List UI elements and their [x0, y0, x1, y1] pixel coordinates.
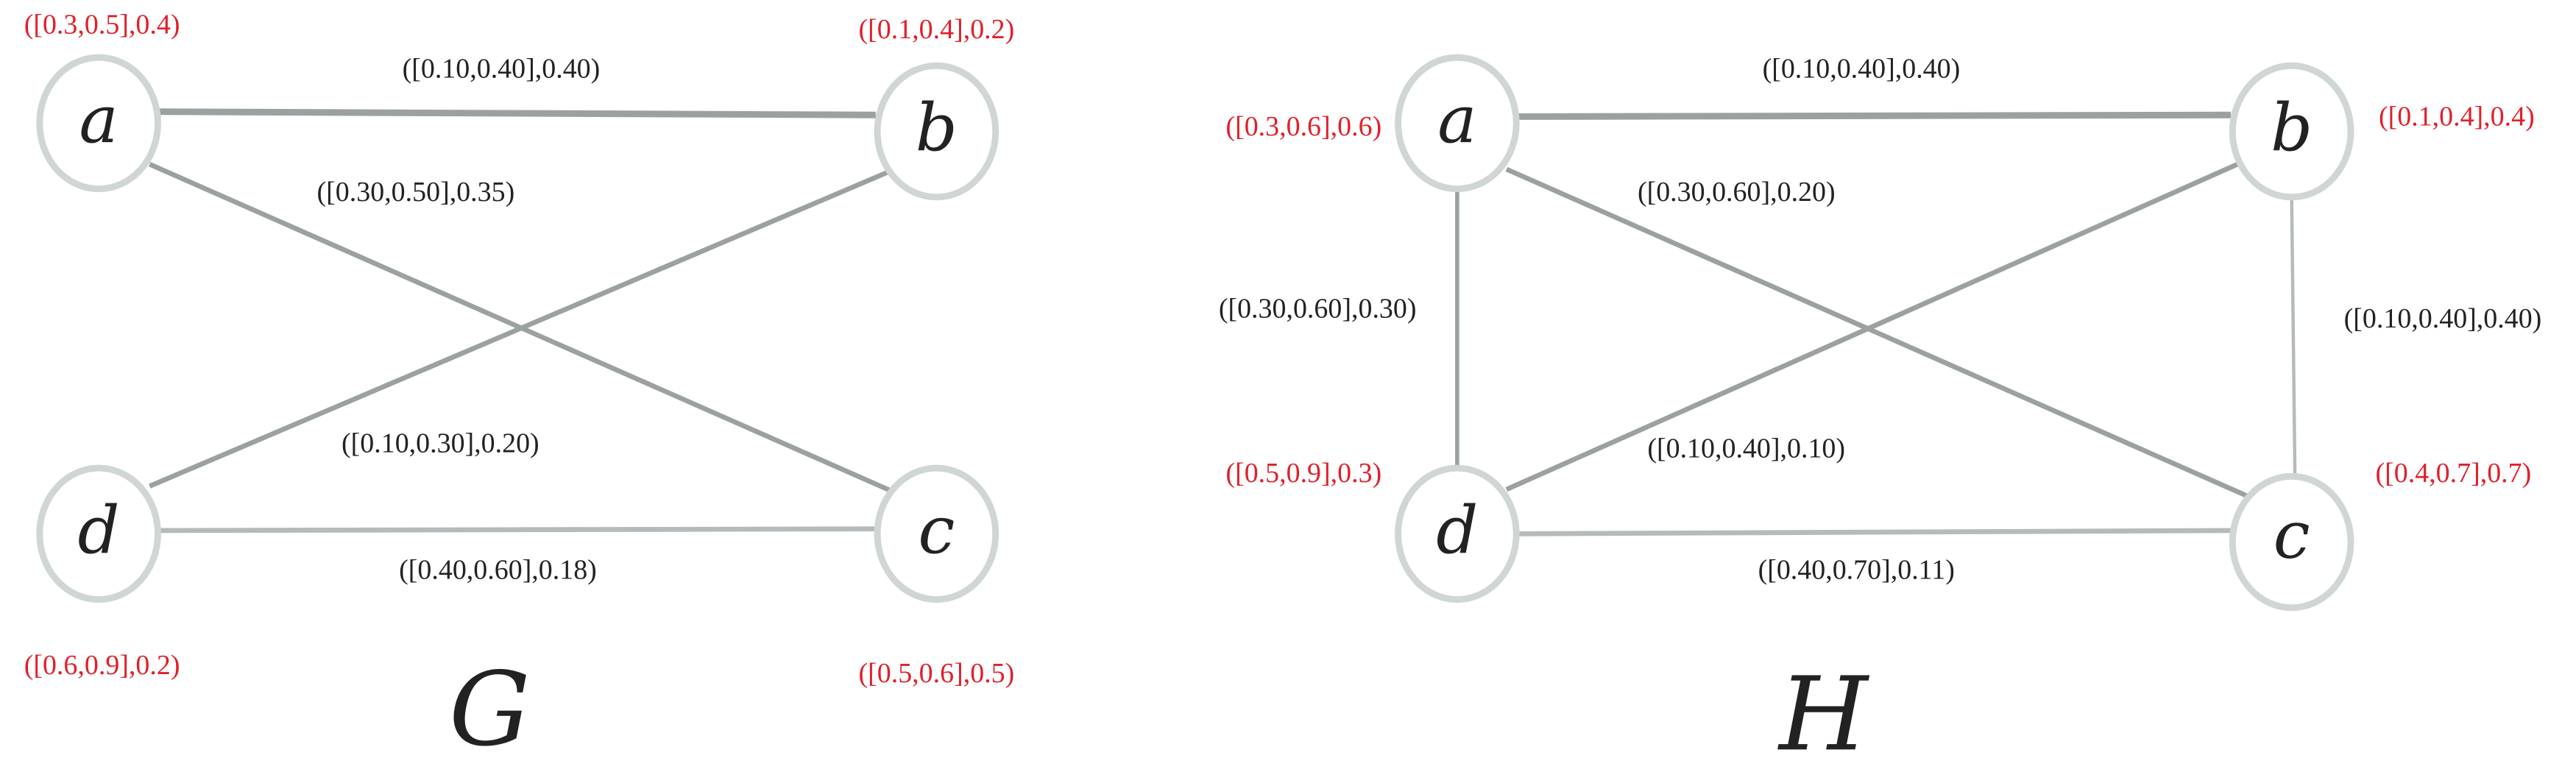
node-label-h-d: d	[1436, 492, 1478, 569]
node-label-h-c: c	[2274, 497, 2310, 574]
node-h-a	[1395, 54, 1520, 193]
edge-g-dc	[159, 526, 876, 534]
node-h-c	[2229, 472, 2354, 612]
edge-h-bc	[2290, 196, 2297, 477]
edge-h-dc	[1518, 528, 2232, 536]
graph-title-h: H	[1777, 655, 1869, 758]
node-label-g-a: a	[79, 82, 118, 158]
node-label-g-c: c	[918, 492, 955, 569]
node-label-h-a: a	[1437, 82, 1476, 158]
edge-label-h-ab: ([0.10,0.40],0.40)	[1763, 54, 1961, 85]
node-value-g-c: ([0.5,0.6],0.5)	[858, 658, 1014, 689]
edge-label-h-ad: ([0.30,0.60],0.30)	[1219, 294, 1417, 325]
node-value-h-a: ([0.3,0.6],0.6)	[1225, 111, 1381, 142]
edge-label-g-ab: ([0.10,0.40],0.40)	[403, 54, 601, 85]
node-value-h-d: ([0.5,0.9],0.3)	[1225, 458, 1381, 489]
node-value-g-b: ([0.1,0.4],0.2)	[858, 14, 1014, 45]
node-g-a	[36, 54, 161, 193]
edge-label-h-dc: ([0.40,0.70],0.11)	[1758, 554, 1955, 585]
edge-label-h-bc: ([0.10,0.40],0.40)	[2344, 303, 2542, 334]
edge-h-ab	[1518, 111, 2232, 120]
edge-label-g-dc: ([0.40,0.60],0.18)	[399, 554, 597, 585]
graph-g: a b d c ([0.3,0.5],0.4) ([0.1,0.4],0.2) …	[24, 9, 1015, 758]
node-value-h-c: ([0.4,0.7],0.7)	[2375, 458, 2531, 489]
node-h-b	[2229, 62, 2354, 201]
graph-h: a b d c ([0.3,0.6],0.6) ([0.1,0.4],0.4) …	[1219, 54, 2542, 758]
node-value-g-d: ([0.6,0.9],0.2)	[24, 650, 180, 681]
edge-h-bd	[1505, 162, 2239, 492]
edge-label-g-bd: ([0.10,0.30],0.20)	[342, 428, 539, 459]
node-value-h-b: ([0.1,0.4],0.4)	[2379, 101, 2535, 132]
edge-g-bd	[149, 170, 888, 489]
edge-label-g-ac: ([0.30,0.50],0.35)	[317, 177, 515, 208]
node-label-g-d: d	[78, 492, 120, 569]
edge-label-h-bd: ([0.10,0.40],0.10)	[1647, 433, 1845, 464]
node-h-d	[1395, 464, 1520, 603]
node-g-d	[36, 464, 161, 603]
edge-label-h-ac: ([0.30,0.60],0.20)	[1638, 177, 1836, 208]
node-label-g-b: b	[916, 90, 958, 166]
node-value-g-a: ([0.3,0.5],0.4)	[24, 9, 180, 40]
node-label-h-b: b	[2271, 90, 2313, 166]
graph-title-g: G	[449, 651, 531, 758]
node-g-c	[874, 464, 999, 603]
edge-g-ab	[159, 108, 876, 118]
node-g-b	[874, 62, 999, 201]
edge-h-ac	[1505, 166, 2248, 499]
